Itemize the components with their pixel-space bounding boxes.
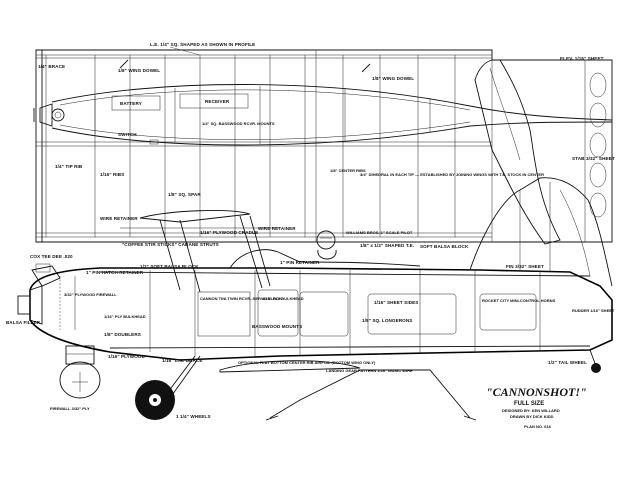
wire-retainer-fuse-label: WIRE RETAINER — [258, 226, 296, 231]
brace-label: 1/4" BRACE — [38, 64, 65, 69]
plywood-firewall-label: 3/32" PLYWOOD FIREWALL — [64, 292, 117, 297]
tail-wheel-label: 1/2" TAIL WHEEL — [548, 360, 587, 365]
firewall-view-label: FIREWALL 3/32" PLY — [50, 406, 90, 411]
pilot-label: WILLIAMS BROS. 1" SCALE PILOT — [346, 230, 413, 235]
wire-retainer-wing-label: WIRE RETAINER — [100, 216, 138, 221]
rudder-label: RUDDER 1/16" SHEET — [572, 308, 615, 313]
plan-no-label: PLAN NO. 616 — [524, 424, 552, 429]
rocket-city-label: ROCKET CITY MINI-CONTROL HORNS — [482, 298, 556, 303]
le-label: L.E. 1/4" SQ. SHAPED AS SHOWN IN PROFILE — [150, 42, 255, 47]
balsa-mounts-label: 1/4" SQ. BASSWOOD RCVR. MOUNTS — [202, 121, 275, 126]
fin-label: FIN 3/32" SHEET — [506, 264, 544, 269]
ply-bulkhead-label: 1/16" PLY BULKHEAD — [104, 314, 146, 319]
ply-bulkhead-mid-label: 1/16" PLY BULKHEAD — [262, 296, 304, 301]
switch-label: SWITCH — [118, 132, 137, 137]
full-size-label: FULL SIZE — [514, 401, 544, 407]
soft-block-rear-label: SOFT BALSA BLOCK — [420, 244, 469, 249]
pin-retainer-label: 1" PIN RETAINER — [280, 260, 320, 265]
battery-label: BATTERY — [120, 101, 142, 106]
stab-label: STAB 3/32" SHEET — [572, 156, 615, 161]
plywood-cradle-label: 1/16" PLYWOOD CRADLE — [200, 230, 258, 235]
title-block: "CANNONSHOT!" FULL SIZE DESIGNED BY: KEN… — [486, 385, 587, 429]
plan-title: "CANNONSHOT!" — [486, 385, 587, 399]
drawn-by-label: DRAWN BY DICK KIDD — [510, 414, 554, 419]
flat-bottom-label: OPTIONAL FLAT BOTTOM CENTER RIB AIRFOIL … — [238, 360, 376, 365]
balsa-filler-label: BALSA FILLER — [6, 320, 41, 325]
elev-label: ELEV. 1/16" SHEET — [560, 56, 604, 61]
lg-brace-label: 1/16" L.G. BRACE — [162, 358, 203, 363]
landing-gear-label: LANDING GEAR PATTERN 1/16" MUSIC WIRE — [326, 368, 413, 373]
soft-block-front-label: 1/2" SOFT BALSA BLOCK — [140, 264, 199, 269]
longerons-label: 1/8" SQ. LONGERONS — [362, 318, 412, 323]
receiver-label: RECEIVER — [205, 99, 230, 104]
fuselage-side-view — [17, 177, 613, 421]
basswood-mounts-label: BASSWOOD MOUNTS — [252, 324, 302, 329]
wing-plan-view — [33, 49, 613, 245]
pin-hatch-label: 1" PIN HATCH RETAINER — [86, 270, 144, 275]
cannon-label: CANNON TINI-TWIN RCVR.-SERVO BLOCK — [200, 296, 282, 301]
wing-dowel-right-label: 1/8" WING DOWEL — [372, 76, 414, 81]
doublers-label: 1/8" DOUBLERS — [104, 332, 141, 337]
wheels-label: 1 1/4" WHEELS — [176, 414, 211, 419]
fuselage-labels: COX TEE DEE .020 1" PIN HATCH RETAINER "… — [6, 226, 615, 419]
dihedral-label: 3/4" DIHEDRAL IN EACH TIP — ESTABLISHED … — [360, 172, 544, 177]
center-ribs-label: 1/8" CENTER RIBS — [330, 168, 366, 173]
wing-dowel-left-label: 1/8" WING DOWEL — [118, 68, 160, 73]
wing-labels: L.E. 1/4" SQ. SHAPED AS SHOWN IN PROFILE… — [38, 42, 615, 248]
tip-rib-label: 1/4" TIP RIB — [55, 164, 83, 169]
ribs-label: 1/16" RIBS — [100, 172, 124, 177]
designed-by-label: DESIGNED BY: KEN WILLARD — [502, 408, 560, 413]
spar-label: 1/8" SQ. SPAR — [168, 192, 201, 197]
plywood-label: 1/16" PLYWOOD — [108, 354, 146, 359]
te-label: 1/8" x 1/2" SHAPED T.E. — [360, 243, 414, 248]
coffee-stir-label: "COFFEE STIR STICKS" CABANE STRUTS — [122, 242, 219, 247]
sheet-sides-label: 1/16" SHEET SIDES — [374, 300, 418, 305]
engine-label: COX TEE DEE .020 — [30, 254, 73, 259]
